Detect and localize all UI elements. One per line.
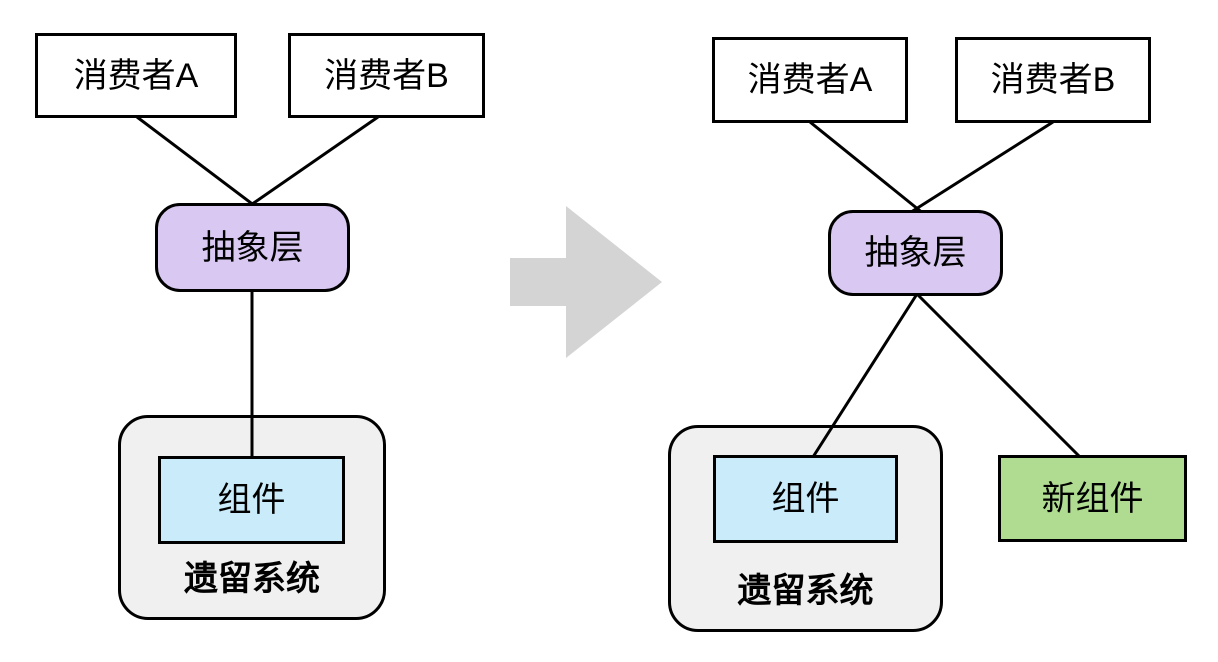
consumer-b-box-before: 消费者B <box>288 33 485 118</box>
abstraction-layer-box-after: 抽象层 <box>828 210 1003 296</box>
edge-abstraction-to-new-component-after <box>915 292 1081 458</box>
new-component-box-after: 新组件 <box>998 455 1187 542</box>
edge-consumer-a-to-abstraction-before <box>136 115 260 211</box>
legacy-system-label-before: 遗留系统 <box>184 559 320 598</box>
component-box-after: 组件 <box>713 455 898 543</box>
legacy-system-label-after: 遗留系统 <box>737 571 874 610</box>
edge-consumer-b-to-abstraction-before <box>244 115 379 211</box>
consumer-a-box-before: 消费者A <box>35 33 237 118</box>
consumer-a-box-after: 消费者A <box>712 37 908 123</box>
transition-arrow-icon <box>510 206 662 358</box>
edge-consumer-a-to-abstraction-after <box>809 120 925 216</box>
abstraction-layer-box-before: 抽象层 <box>155 203 350 292</box>
edge-consumer-b-to-abstraction-after <box>907 120 1054 216</box>
consumer-b-box-after: 消费者B <box>955 37 1151 123</box>
edge-abstraction-to-component-after <box>811 293 919 458</box>
component-box-before: 组件 <box>158 456 345 544</box>
